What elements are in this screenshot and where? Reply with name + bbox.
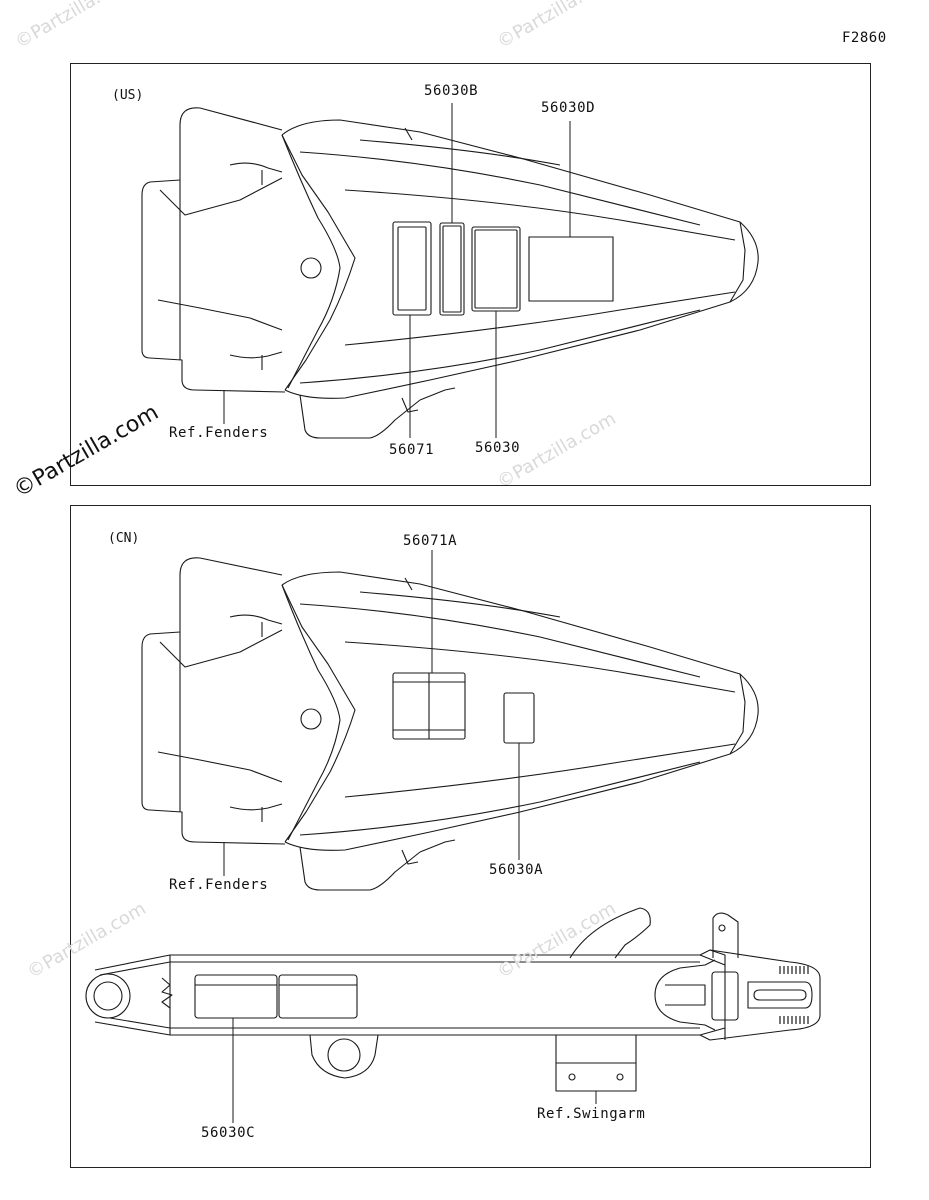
panel-us [70, 63, 871, 486]
ref-swingarm: Ref.Swingarm [537, 1106, 646, 1122]
callout-56030d: 56030D [541, 100, 596, 116]
callout-56030a: 56030A [489, 862, 544, 878]
callout-56030c: 56030C [201, 1125, 256, 1141]
callout-56030: 56030 [475, 440, 521, 456]
region-label-us: (US) [112, 88, 144, 103]
ref-fenders-cn: Ref.Fenders [169, 877, 269, 893]
region-label-cn: (CN) [108, 531, 140, 546]
panel-cn [70, 505, 871, 1168]
callout-56071a: 56071A [403, 533, 458, 549]
figure-code: F2860 [842, 30, 887, 46]
callout-56030b: 56030B [424, 83, 479, 99]
ref-fenders-us: Ref.Fenders [169, 425, 269, 441]
callout-56071: 56071 [389, 442, 435, 458]
